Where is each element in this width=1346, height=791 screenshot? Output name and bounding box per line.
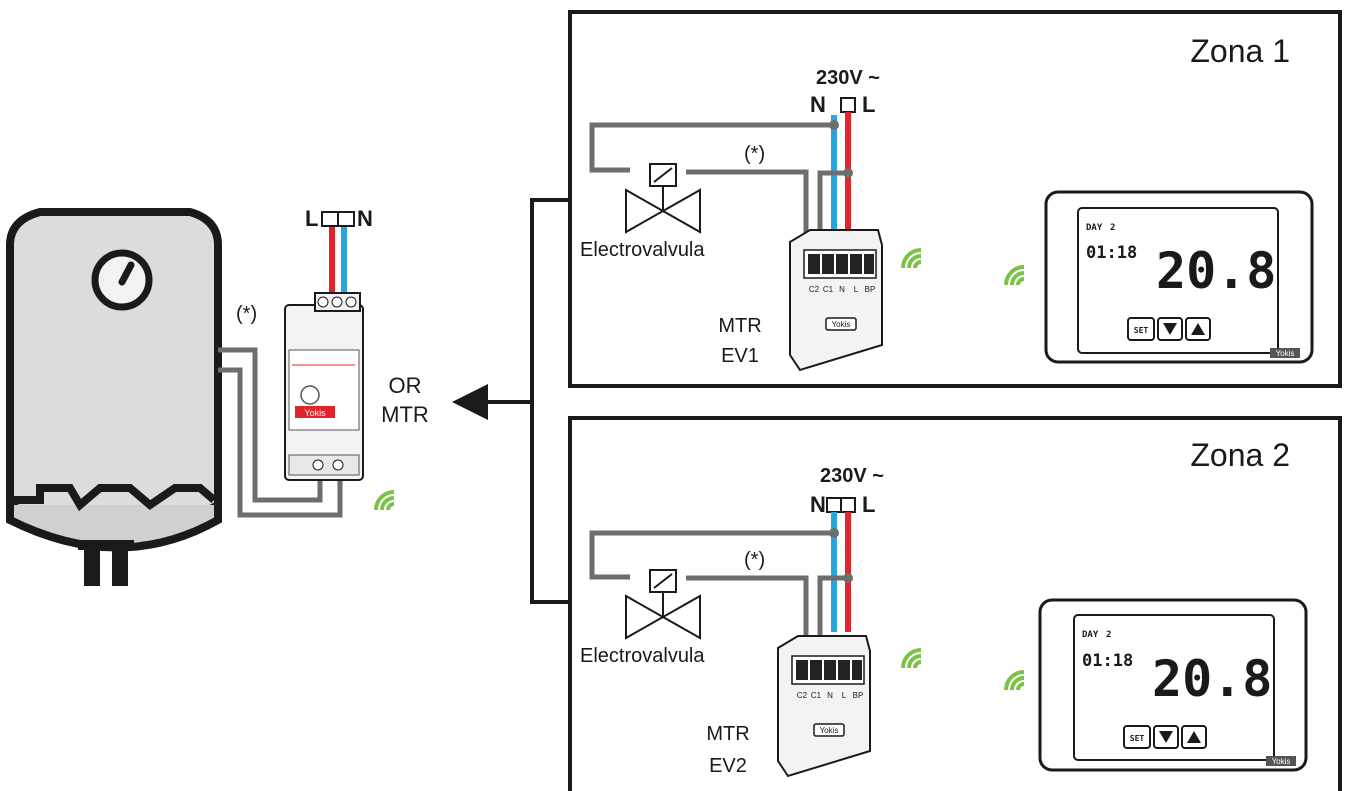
zone-2-set-button[interactable] <box>1123 725 1151 749</box>
zone-2-temperature: 20.8 <box>1152 650 1272 708</box>
zone-2-set-label: SET <box>1130 734 1145 743</box>
zone-2-day-label: DAY <box>1082 630 1099 640</box>
din-brand-badge <box>295 406 335 418</box>
zone-1-terminal-bp: BP <box>865 285 876 294</box>
zone-1-receiver-brand: Yokis <box>832 320 851 329</box>
zone-1-receiver-line1: MTR <box>718 315 761 337</box>
din-l-label: L <box>305 206 318 231</box>
arrow-icon <box>452 384 488 420</box>
boiler-pipe-left <box>84 548 100 586</box>
zone-2-up-arrow-icon <box>1187 731 1201 743</box>
zone-1-voltage: 230V ~ <box>816 67 880 89</box>
zone-1-day-label: DAY <box>1086 223 1103 233</box>
zone-1-frame <box>568 10 1342 388</box>
din-rail-module: Yokis <box>284 292 364 481</box>
zone-1-thermostat: DAY 2 01:18 20.8 SET Yokis <box>1044 190 1314 364</box>
zone-2-voltage: 230V ~ <box>820 465 884 487</box>
zone-2-terminal-n: N <box>827 691 833 700</box>
zone-1-temperature: 20.8 <box>1156 242 1276 300</box>
zone-2-receiver: C2 C1 N L BP Yokis <box>777 635 871 778</box>
zone-1-thermostat-wireless-icon <box>1004 265 1025 286</box>
zone-1-valve-icon <box>625 163 701 234</box>
zone-2-terminal-bp: BP <box>853 691 864 700</box>
zone-2-receiver-wireless-icon <box>901 648 922 669</box>
zone-1-set-button[interactable] <box>1127 317 1155 341</box>
zone-1-set-label: SET <box>1134 326 1149 335</box>
zone-1-receiver-wireless-icon <box>901 248 922 269</box>
zone-1-l-label: L <box>862 92 875 117</box>
zone-2-frame <box>568 416 1342 791</box>
din-n-label: N <box>357 206 373 231</box>
zone-2-thermostat-wireless-icon <box>1004 670 1025 691</box>
zone-2-thermostat-brand: Yokis <box>1272 757 1291 766</box>
wireless-icon-din <box>374 490 395 511</box>
zone-1-n-label: N <box>810 92 826 117</box>
boiler-pipe-right <box>112 548 128 586</box>
zone-1-terminal-n: N <box>839 285 845 294</box>
zone-1-receiver: C2 C1 N L BP Yokis <box>789 229 883 372</box>
zone-1-terminal-l: L <box>854 285 859 294</box>
zone-2-valve-icon <box>625 569 701 640</box>
zone-2-l-label: L <box>862 492 875 517</box>
center-label-line1: OR <box>389 373 422 398</box>
zone-1-receiver-line2: EV1 <box>721 345 759 367</box>
zone-2-valve-label: Electrovalvula <box>580 645 705 667</box>
center-label-line2: MTR <box>381 402 429 427</box>
zone-1-up-arrow-icon <box>1191 323 1205 335</box>
boiler-cable-note: (*) <box>236 303 257 325</box>
zone-1: Zona 1 230V ~ N L (*) Electrovalvula <box>568 10 1342 388</box>
zone-2-terminal-l: L <box>842 691 847 700</box>
zone-2-n-label: N <box>810 492 826 517</box>
boiler-control-wires <box>218 347 343 518</box>
zone-2-cable-note: (*) <box>744 549 765 571</box>
zone-1-day-value: 2 <box>1110 223 1115 233</box>
zone-1-thermostat-brand: Yokis <box>1276 349 1295 358</box>
zone-2-day-value: 2 <box>1106 630 1111 640</box>
zone-1-cable-note: (*) <box>744 143 765 165</box>
din-brand: Yokis <box>304 408 326 418</box>
zone-2-time: 01:18 <box>1082 651 1133 671</box>
zone-1-down-arrow-icon <box>1163 323 1177 335</box>
zone-2-receiver-line2: EV2 <box>709 755 747 777</box>
zone-1-terminal-c1: C1 <box>823 285 834 294</box>
zone-2-down-arrow-icon <box>1159 731 1173 743</box>
zone-2-title: Zona 2 <box>1190 437 1290 473</box>
zone-2-receiver-brand: Yokis <box>820 726 839 735</box>
zone-2-terminal-c2: C2 <box>797 691 808 700</box>
zone-2-terminal-c1: C1 <box>811 691 822 700</box>
zone-2: Zona 2 230V ~ N L (*) Electrovalvula <box>568 416 1342 791</box>
boiler <box>6 208 222 586</box>
zone-bracket <box>530 198 570 604</box>
zone-1-time: 01:18 <box>1086 243 1137 263</box>
zone-1-terminal-c2: C2 <box>809 285 820 294</box>
zone-2-thermostat: DAY 2 01:18 20.8 SET Yokis <box>1038 598 1308 772</box>
zone-1-title: Zona 1 <box>1190 33 1290 69</box>
zone-1-valve-label: Electrovalvula <box>580 239 705 261</box>
zone-2-receiver-line1: MTR <box>706 723 749 745</box>
